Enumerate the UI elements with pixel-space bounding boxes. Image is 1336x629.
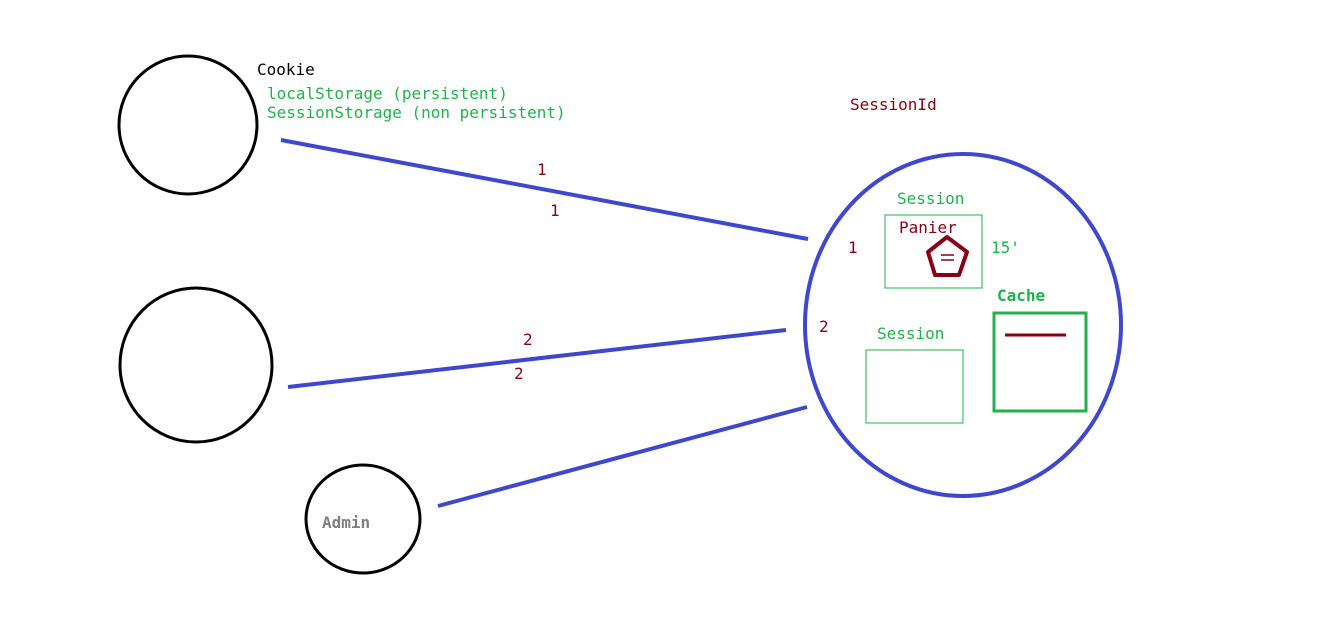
session-1-box — [884, 214, 983, 289]
server-session-number-1: 1 — [848, 238, 858, 257]
connection-line-admin — [437, 405, 808, 508]
session-1-label: Session — [897, 189, 964, 208]
line2-top-number: 2 — [523, 330, 533, 349]
line1-top-number: 1 — [537, 160, 547, 179]
client-circle-2 — [118, 286, 274, 444]
admin-label: Admin — [322, 513, 370, 532]
timeout-label: 15' — [991, 238, 1020, 257]
cache-box — [992, 311, 1088, 413]
session-storage-label: SessionStorage (non persistent) — [267, 103, 566, 122]
session-id-label: SessionId — [850, 95, 937, 114]
panier-label: Panier — [899, 218, 957, 237]
session-2-label: Session — [877, 324, 944, 343]
cache-label: Cache — [997, 286, 1045, 305]
cookie-label: Cookie — [257, 60, 315, 79]
server-ellipse — [803, 152, 1123, 498]
line1-bottom-number: 1 — [550, 201, 560, 220]
local-storage-label: localStorage (persistent) — [267, 84, 508, 103]
connection-line-2 — [287, 328, 787, 389]
session-2-box — [865, 349, 964, 424]
connection-line-1 — [280, 138, 809, 241]
admin-circle — [304, 463, 422, 575]
line2-bottom-number: 2 — [514, 364, 524, 383]
pentagon-list-icon — [926, 235, 969, 277]
client-circle-1 — [117, 54, 259, 196]
server-session-number-2: 2 — [819, 317, 829, 336]
